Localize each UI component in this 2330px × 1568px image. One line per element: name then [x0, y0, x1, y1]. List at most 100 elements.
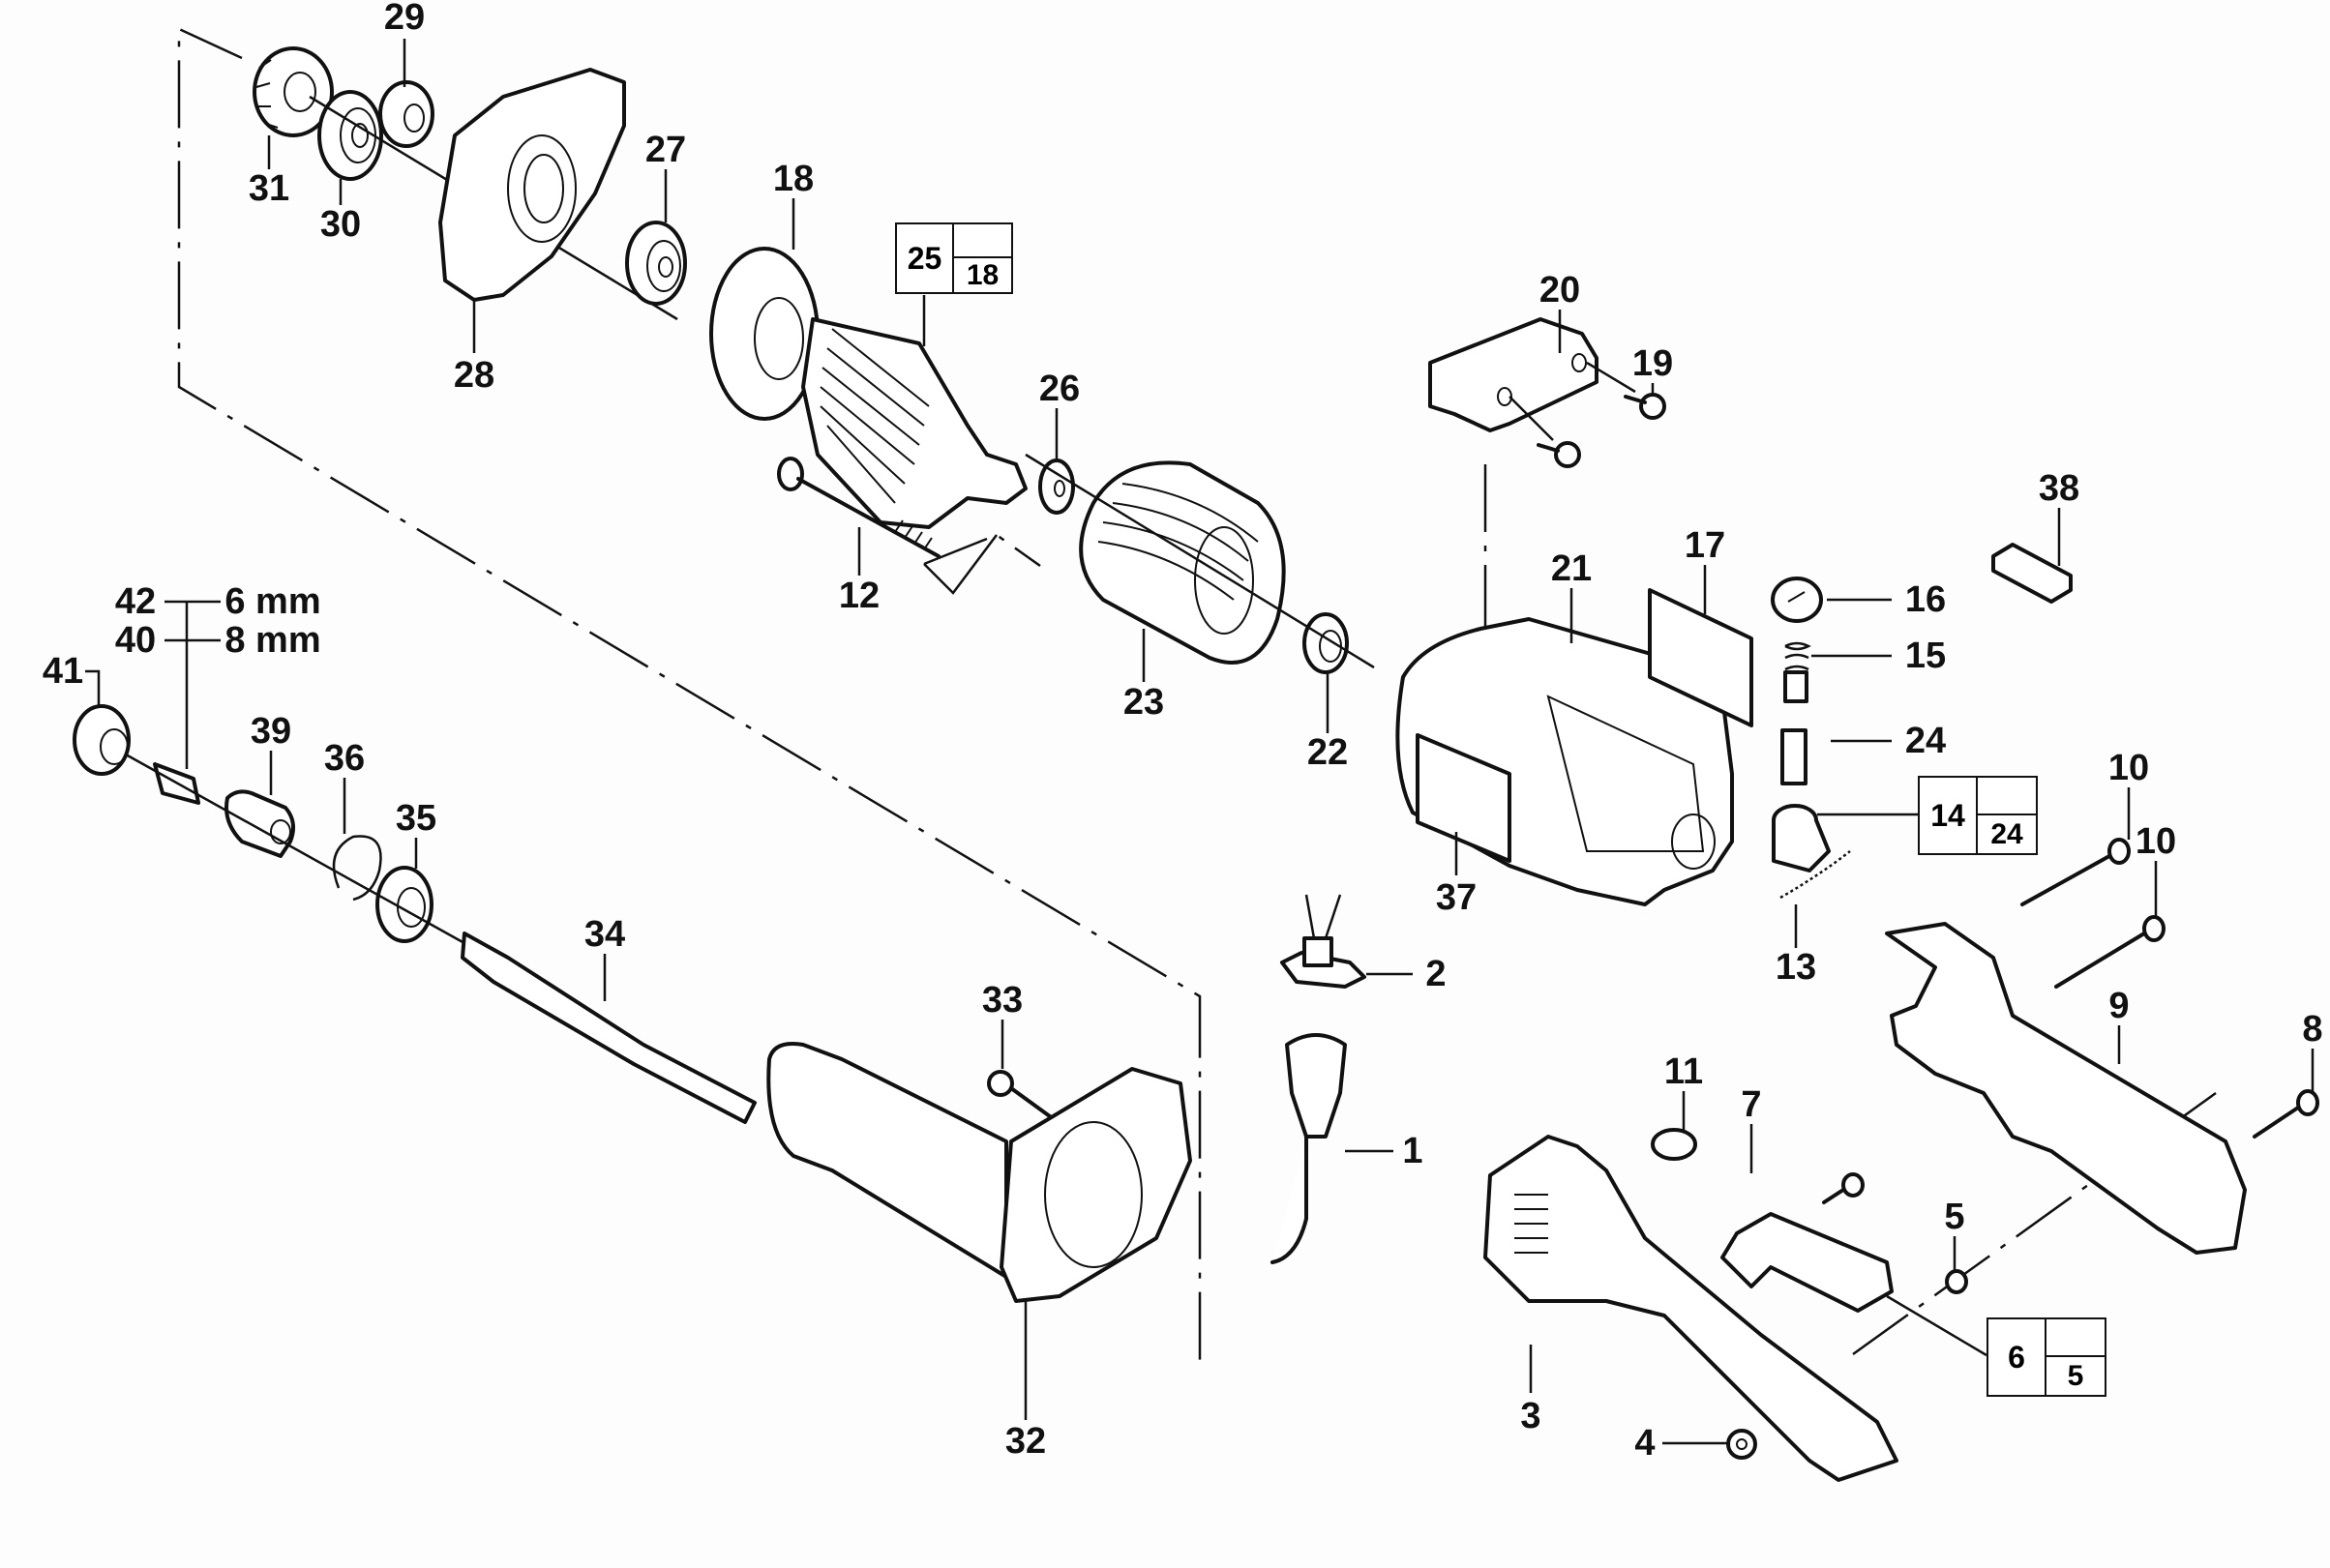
- part-9-handle-half[interactable]: [1885, 922, 2247, 1255]
- part-35-bearing[interactable]: [375, 866, 433, 943]
- callout-12[interactable]: 12: [838, 576, 881, 616]
- callout-21[interactable]: 21: [1550, 548, 1593, 589]
- part-34-spindle[interactable]: [461, 932, 757, 1124]
- callout-37[interactable]: 37: [1435, 877, 1478, 918]
- callout-3[interactable]: 3: [1520, 1396, 1541, 1436]
- kit-box-25-18[interactable]: 25 18: [895, 222, 1013, 294]
- part-7-screw[interactable]: [1822, 1172, 1865, 1204]
- callout-10a[interactable]: 10: [2107, 748, 2150, 788]
- guide-line-screw-12: [923, 533, 1041, 568]
- callout-22[interactable]: 22: [1306, 732, 1349, 773]
- callout-23[interactable]: 23: [1122, 682, 1165, 723]
- kit-box-14-24[interactable]: 14 24: [1918, 776, 2038, 855]
- callout-33[interactable]: 33: [981, 980, 1024, 1021]
- callout-26[interactable]: 26: [1038, 369, 1081, 409]
- kit-box-6-5[interactable]: 6 5: [1986, 1317, 2106, 1397]
- callout-30[interactable]: 30: [319, 204, 362, 245]
- part-16-brush-cap[interactable]: [1771, 577, 1823, 623]
- callout-35[interactable]: 35: [395, 798, 437, 839]
- guide-line-gear-housing: [177, 27, 1202, 1364]
- leader-lines: [85, 39, 2315, 1445]
- part-29-pinion[interactable]: [378, 80, 434, 148]
- part-37-rating-label[interactable]: [1416, 733, 1511, 863]
- callout-36[interactable]: 36: [323, 738, 366, 779]
- part-12-screw[interactable]: [777, 457, 941, 558]
- callout-39[interactable]: 39: [250, 711, 292, 752]
- part-18-fan[interactable]: [709, 247, 820, 421]
- callout-2[interactable]: 2: [1425, 954, 1447, 994]
- axis-line-screw-19a: [1586, 361, 1636, 394]
- part-2-connector[interactable]: [1280, 894, 1366, 989]
- part-36-circlip[interactable]: [332, 835, 382, 902]
- callout-20[interactable]: 20: [1538, 270, 1581, 311]
- kit-box-blank: [2046, 1319, 2105, 1357]
- part-3-handle-half[interactable]: [1483, 1135, 1898, 1482]
- part-24-carbon-brush[interactable]: [1780, 728, 1807, 785]
- part-20-brush-cover[interactable]: [1428, 317, 1598, 432]
- part-6-switch[interactable]: [1720, 1212, 1894, 1313]
- callout-34[interactable]: 34: [583, 914, 626, 955]
- callout-38[interactable]: 38: [2038, 468, 2080, 509]
- kit-box-included-part: 24: [1990, 817, 2023, 850]
- part-25-armature[interactable]: [801, 317, 1028, 529]
- part-26-washer[interactable]: [1038, 459, 1075, 515]
- kit-box-included-part: 18: [966, 258, 1000, 291]
- part-17-label[interactable]: [1648, 588, 1753, 727]
- callout-29[interactable]: 29: [383, 0, 426, 38]
- part-30-bearing[interactable]: [317, 90, 383, 181]
- part-31-gear[interactable]: [253, 46, 334, 137]
- callout-24[interactable]: 24: [1904, 721, 1947, 761]
- callout-40[interactable]: 40: [114, 620, 157, 661]
- part-13-spring[interactable]: [1779, 850, 1851, 900]
- kit-box-blank: [1978, 778, 2036, 815]
- part-8-screw[interactable]: [2253, 1089, 2319, 1139]
- callout-1[interactable]: 1: [1402, 1131, 1423, 1171]
- callout-28[interactable]: 28: [453, 355, 495, 396]
- guide-line-screw-12-b: [923, 534, 998, 595]
- callout-17[interactable]: 17: [1684, 525, 1726, 566]
- part-38-block[interactable]: [1991, 543, 2073, 604]
- kit-box-blank: [954, 224, 1011, 258]
- callout-9[interactable]: 9: [2108, 986, 2130, 1026]
- part-22-bearing[interactable]: [1302, 612, 1349, 674]
- guide-line-handle: [1852, 1091, 2217, 1356]
- callout-19[interactable]: 19: [1631, 343, 1674, 384]
- part-41-nose-cap[interactable]: [73, 704, 131, 776]
- callout-4[interactable]: 4: [1634, 1423, 1656, 1464]
- part-28-gear-cover[interactable]: [438, 68, 626, 302]
- callout-42[interactable]: 42: [114, 581, 157, 622]
- part-10-screw-b[interactable]: [2054, 915, 2166, 989]
- assembly-guide-lines: [177, 27, 2217, 1364]
- callout-31[interactable]: 31: [248, 168, 290, 209]
- kit-box-main-part: 14: [1920, 778, 1978, 853]
- part-19-screw-b[interactable]: [1537, 441, 1581, 468]
- part-19-screw-a[interactable]: [1624, 393, 1666, 420]
- callout-5[interactable]: 5: [1944, 1197, 1965, 1237]
- axis-line-spindle: [125, 753, 465, 945]
- kit-box-main-part: 25: [897, 224, 954, 292]
- callout-16[interactable]: 16: [1904, 579, 1947, 620]
- part-1-cable[interactable]: [1270, 1033, 1347, 1264]
- part-32-spindle-housing[interactable]: [766, 1042, 1192, 1303]
- callout-41[interactable]: 41: [42, 651, 84, 692]
- callout-27[interactable]: 27: [644, 130, 687, 170]
- callout-10b[interactable]: 10: [2135, 821, 2177, 862]
- part-27-bearing[interactable]: [625, 221, 687, 306]
- callout-15[interactable]: 15: [1904, 636, 1947, 676]
- part-23-field-coil[interactable]: [1079, 460, 1286, 665]
- part-14-brush-holder[interactable]: [1772, 804, 1831, 873]
- callout-8[interactable]: 8: [2302, 1009, 2323, 1050]
- callout-13[interactable]: 13: [1775, 947, 1817, 988]
- kit-box-included-part: 5: [2067, 1359, 2084, 1392]
- part-15-spring[interactable]: [1783, 641, 1811, 703]
- callout-32[interactable]: 32: [1004, 1421, 1047, 1462]
- part-10-screw-a[interactable]: [2020, 838, 2131, 906]
- callout-18[interactable]: 18: [772, 159, 815, 199]
- part-5-screw[interactable]: [1945, 1269, 1968, 1294]
- collet-size-8mm: 8 mm: [224, 620, 321, 661]
- callout-7[interactable]: 7: [1741, 1084, 1762, 1125]
- part-39-collet-nut[interactable]: [224, 789, 296, 858]
- part-11-plug[interactable]: [1651, 1128, 1697, 1161]
- part-4-nut[interactable]: [1726, 1429, 1757, 1460]
- callout-11[interactable]: 11: [1663, 1051, 1704, 1092]
